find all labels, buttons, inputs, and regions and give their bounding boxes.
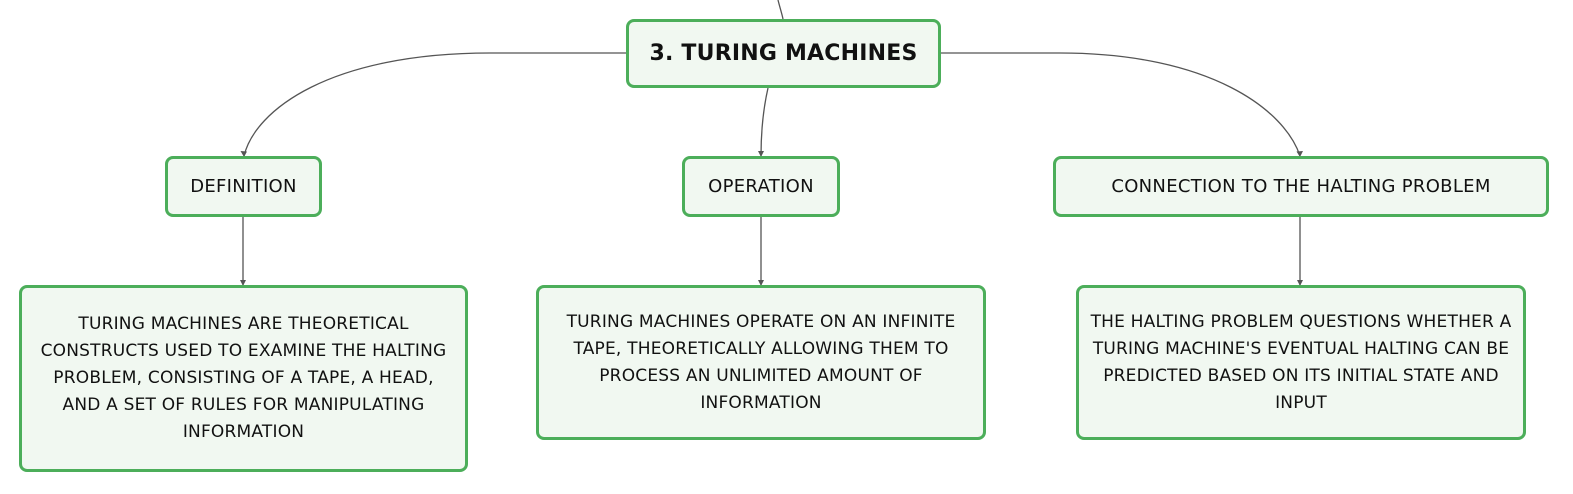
root-title: 3. TURING MACHINES [649, 41, 918, 66]
topic-node-operation[interactable]: OPERATION [682, 156, 840, 217]
detail-node-definition[interactable]: TURING MACHINES ARE THEORETICAL CONSTRUC… [19, 285, 468, 472]
topic-node-halting-problem[interactable]: CONNECTION TO THE HALTING PROBLEM [1053, 156, 1549, 217]
topic-label: CONNECTION TO THE HALTING PROBLEM [1111, 176, 1491, 197]
connector-root-to-operation [760, 87, 769, 157]
connector-parent-to-root [777, 0, 784, 20]
detail-text: THE HALTING PROBLEM QUESTIONS WHETHER A … [1090, 311, 1512, 413]
topic-node-definition[interactable]: DEFINITION [165, 156, 322, 217]
connector-root-to-definition [243, 52, 626, 157]
detail-node-operation[interactable]: TURING MACHINES OPERATE ON AN INFINITE T… [536, 285, 986, 440]
root-node[interactable]: 3. TURING MACHINES [626, 19, 941, 88]
detail-text: TURING MACHINES OPERATE ON AN INFINITE T… [566, 311, 956, 413]
topic-label: DEFINITION [190, 176, 297, 197]
detail-text: TURING MACHINES ARE THEORETICAL CONSTRUC… [40, 314, 447, 442]
detail-node-halting-problem[interactable]: THE HALTING PROBLEM QUESTIONS WHETHER A … [1076, 285, 1526, 440]
topic-label: OPERATION [708, 176, 814, 197]
connector-root-to-halting [941, 52, 1301, 157]
